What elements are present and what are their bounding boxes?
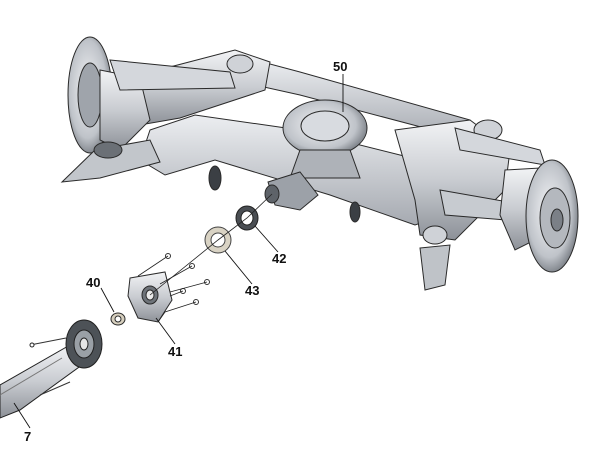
callout-40: 40: [86, 275, 101, 290]
bracket-bolts: [165, 253, 210, 305]
left-wheel-hub: [60, 36, 236, 183]
right-wheel-hub: [419, 127, 579, 291]
callout-50: 50: [333, 59, 348, 74]
leader-lines: [13, 74, 344, 429]
callout-43: 43: [245, 283, 260, 298]
left-lower-arm: [60, 139, 161, 183]
center-bearing-bracket: [127, 271, 173, 323]
hex-nut: [110, 312, 126, 326]
left-control-arm: [109, 59, 236, 91]
mount-bushing: [208, 165, 222, 191]
mount-bushing: [226, 54, 254, 74]
explosion-lines: [137, 193, 273, 323]
rear-subframe: [119, 49, 511, 245]
callout-42: 42: [272, 251, 287, 266]
callout-7: 7: [24, 429, 32, 444]
callout-41: 41: [168, 344, 183, 359]
propeller-shaft: [0, 319, 103, 419]
mount-bushing: [349, 201, 361, 223]
shaft-tube: [0, 344, 87, 419]
mount-bushing: [422, 225, 448, 245]
